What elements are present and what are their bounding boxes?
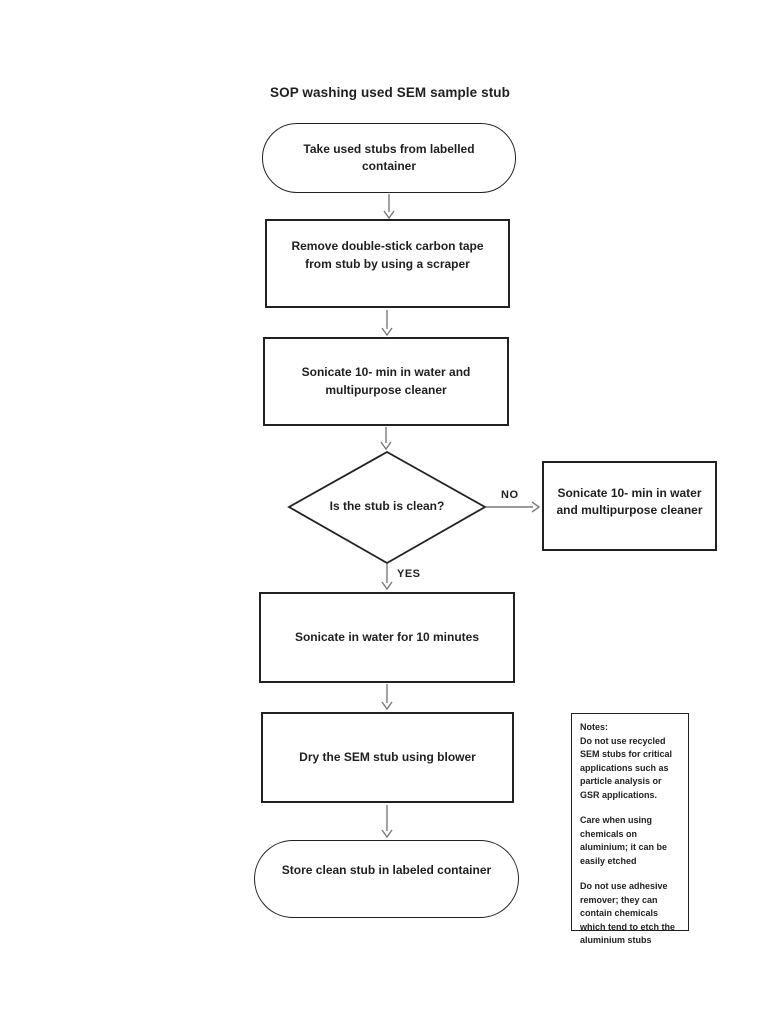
node-sonicate-water-label: Sonicate in water for 10 minutes (294, 629, 480, 644)
node-sonicate-cleaner-label: Sonicate 10- min in water and multipurpo… (301, 365, 471, 397)
notes-paragraph: Do not use adhesive remover; they can co… (580, 881, 676, 945)
node-dry-process: Dry the SEM stub using blower (261, 712, 514, 803)
node-decision-label: Is the stub is clean? (329, 499, 445, 514)
node-start-terminator: Take used stubs from labelled container (262, 123, 516, 193)
arrowhead-dry-to-store (381, 829, 393, 839)
node-decision: Is the stub is clean? (327, 480, 447, 534)
notes-paragraph: Do not use recycled SEM stubs for critic… (580, 735, 673, 800)
notes-paragraph: Care when using chemicals on aluminium; … (580, 815, 668, 866)
arrowhead-remove-to-sonicate (381, 327, 393, 337)
node-store-label: Store clean stub in labeled container (281, 863, 492, 878)
node-remove-tape-label: Remove double-stick carbon tape from stu… (291, 239, 484, 271)
edge-label-no: NO (501, 489, 519, 501)
edge-label-yes: YES (397, 568, 421, 580)
arrowhead-decision-no (531, 501, 541, 513)
notes-heading: Notes: (580, 722, 609, 732)
node-sonicate-repeat-label: Sonicate 10- min in water and multipurpo… (556, 485, 703, 517)
arrowhead-sonicatewater-to-dry (381, 701, 393, 711)
node-sonicate-water-process: Sonicate in water for 10 minutes (259, 592, 515, 683)
node-sonicate-cleaner-process: Sonicate 10- min in water and multipurpo… (263, 337, 509, 426)
arrowhead-start-to-remove (383, 210, 395, 220)
notes-box: Notes: Do not use recycled SEM stubs for… (571, 713, 689, 945)
node-remove-tape-process: Remove double-stick carbon tape from stu… (265, 219, 510, 308)
page-title: SOP washing used SEM sample stub (269, 85, 510, 100)
arrowhead-decision-yes (381, 581, 393, 591)
node-dry-label: Dry the SEM stub using blower (299, 749, 476, 764)
node-start-label: Take used stubs from labelled container (303, 141, 475, 173)
arrowhead-sonicate-to-decision (380, 441, 392, 451)
node-sonicate-repeat-process: Sonicate 10- min in water and multipurpo… (542, 461, 717, 551)
node-store-terminator: Store clean stub in labeled container (254, 840, 519, 918)
